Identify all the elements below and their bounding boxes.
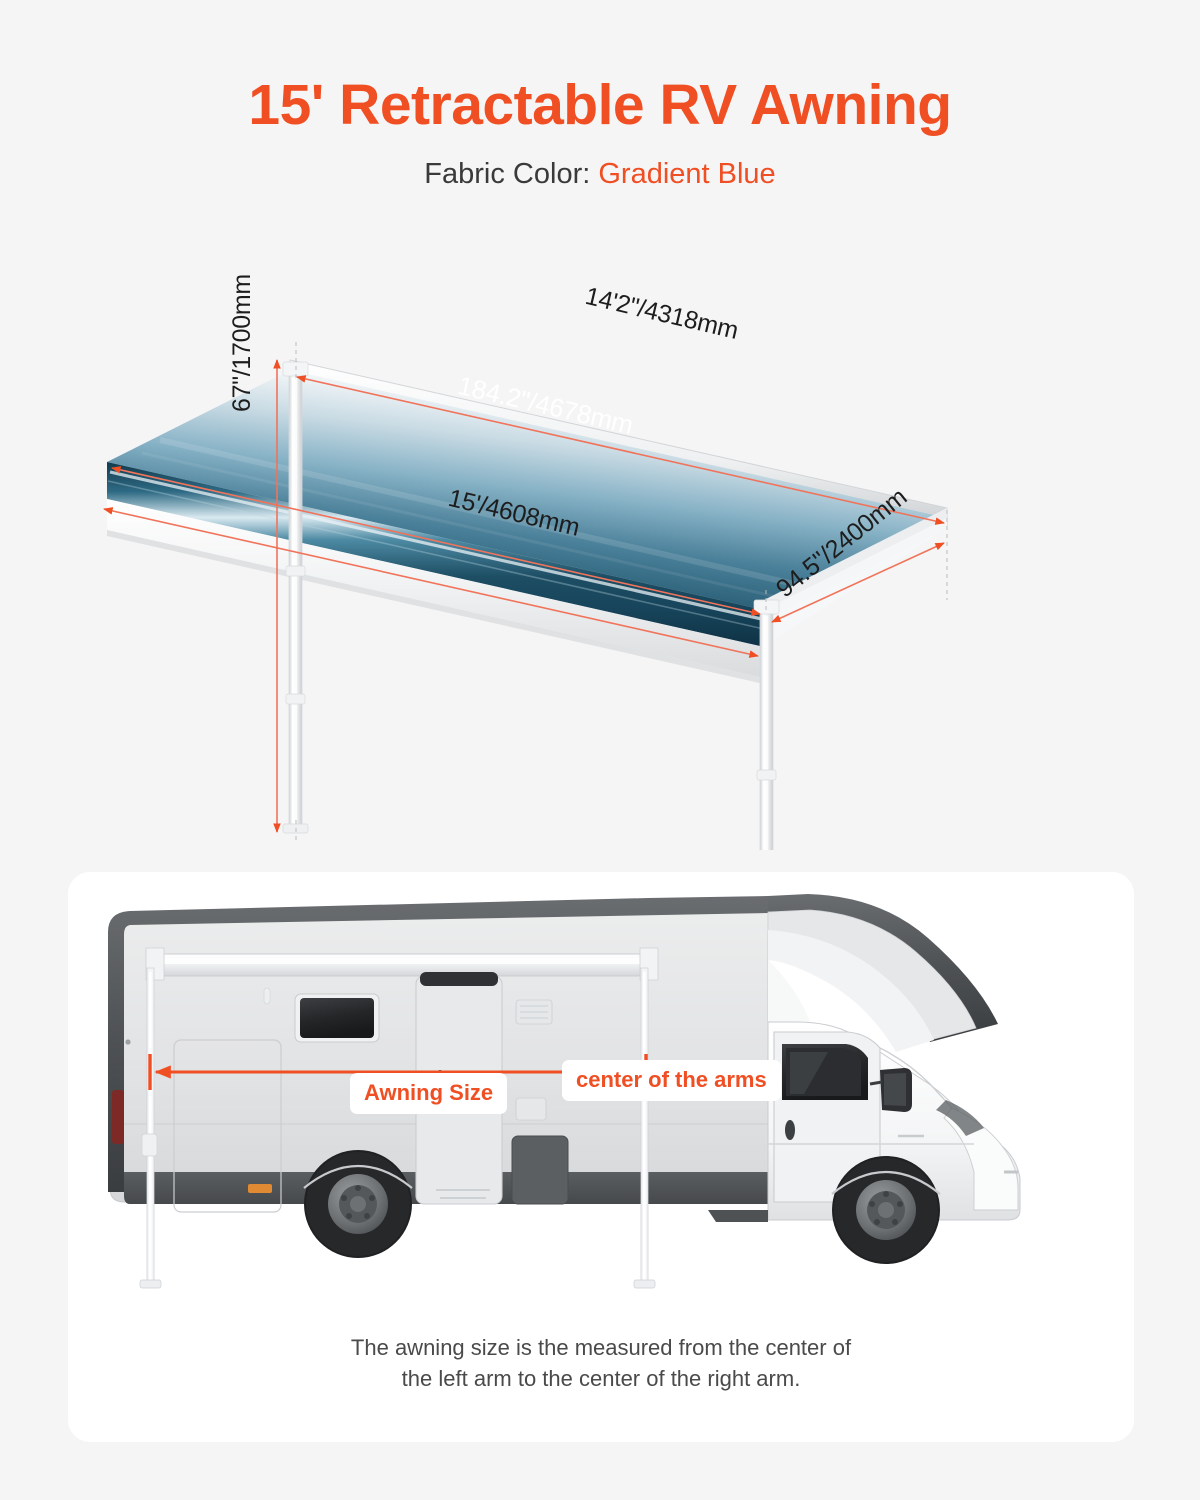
rv-awning-left-arm [139,967,162,1289]
rv-reference-card: The awning size is the measured from the… [68,872,1134,1442]
rv-vents [263,987,569,1205]
callout-awning-size: Awning Size [350,1073,508,1114]
dimension-line-top-back-width [296,375,945,525]
rv-overcab-bunk [767,894,998,1052]
rv-rear-wheel [303,1150,413,1258]
awning-3d-diagram [0,210,1200,850]
fabric-color-separator: : [582,158,591,190]
callout-center-of-the-arms: center of the arms [562,1060,781,1101]
dimension-line-front-bar-width [103,507,759,658]
awning-guide-lines [295,342,948,842]
fabric-color-line: Fabric Color: Gradient Blue [0,158,1200,191]
fabric-color-label: Fabric Color [424,158,583,190]
rv-side-window [294,993,380,1043]
page-title: 15' Retractable RV Awning [248,73,952,137]
awning-size-caption: The awning size is the measured from the… [68,1332,1134,1394]
dimension-label-height: 67"/1700mm [228,274,256,412]
fabric-color-value: Gradient Blue [598,158,776,190]
rv-awning-right-arm [633,967,656,1289]
rv-entry-step [708,1210,768,1222]
caption-line-1: The awning size is the measured from the… [350,1335,852,1360]
dimension-arrows [103,359,945,833]
rv-cab [767,1021,1021,1221]
rv-awning-roller [145,947,659,981]
caption-line-2: the left arm to the center of the right … [401,1366,801,1392]
rv-front-wheel [831,1156,941,1264]
dimension-line-projection [771,542,945,623]
